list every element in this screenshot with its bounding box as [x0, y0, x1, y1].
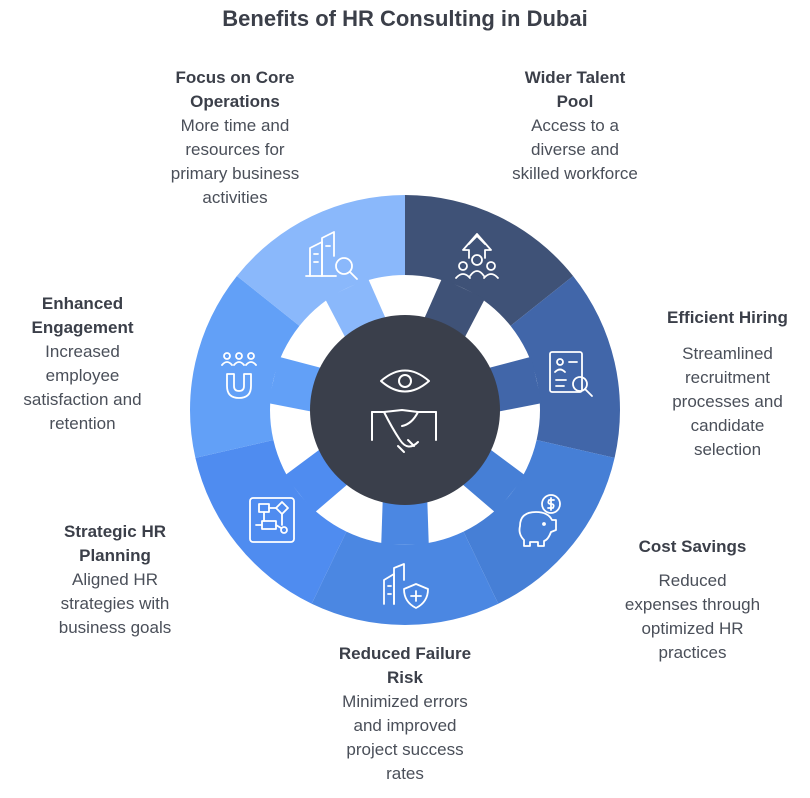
candidate-search-icon: [549, 351, 593, 397]
segment-description: Streamlined recruitment processes and ca…: [672, 344, 783, 459]
handshake-eye-icon: [371, 369, 437, 453]
shield-building-icon: [383, 563, 429, 609]
talent-pool-icon: [455, 233, 499, 279]
label-enhanced-engagement: Enhanced Engagement Increased employee s…: [0, 292, 165, 436]
building-search-icon: [305, 231, 358, 280]
flowchart-icon: [249, 497, 295, 543]
segment-description: More time and resources for primary busi…: [170, 116, 300, 207]
label-wider-talent-pool: Wider Talent Pool Access to a diverse an…: [480, 66, 670, 186]
segment-connector: [381, 499, 429, 545]
segment-connector: [268, 356, 323, 412]
segment-heading: Enhanced Engagement: [31, 294, 134, 337]
segment-description: Increased employee satisfaction and rete…: [23, 342, 142, 433]
segment-heading: Efficient Hiring: [667, 308, 788, 327]
wheel-segment: [236, 195, 405, 326]
segment-description: Aligned HR strategies with business goal…: [58, 570, 172, 637]
wheel-segment: [510, 275, 621, 458]
wheel-segment: [463, 440, 615, 604]
segment-description: Minimized errors and improved project su…: [342, 692, 468, 783]
segment-description: Reduced expenses through optimized HR pr…: [624, 571, 761, 662]
segment-connector: [487, 356, 542, 412]
segment-heading: Wider Talent Pool: [524, 68, 626, 111]
label-focus-core-operations: Focus on Core Operations More time and r…: [140, 66, 330, 210]
segment-heading: Focus on Core Operations: [175, 68, 295, 111]
wheel-segment: [311, 531, 499, 625]
piggy-bank-icon: [518, 494, 561, 547]
wheel-segment: [190, 275, 300, 458]
segment-description: Access to a diverse and skilled workforc…: [512, 116, 638, 183]
label-reduced-failure-risk: Reduced Failure Risk Minimized errors an…: [310, 642, 500, 786]
segment-heading: Cost Savings: [638, 537, 747, 556]
label-strategic-hr-planning: Strategic HR Planning Aligned HR strateg…: [30, 520, 200, 640]
segment-heading: Strategic HR Planning: [63, 522, 167, 565]
segment-heading: Reduced Failure Risk: [338, 644, 472, 687]
page-title: Benefits of HR Consulting in Dubai: [222, 6, 588, 31]
magnet-people-icon: [221, 352, 257, 399]
label-cost-savings: Cost Savings Reduced expenses through op…: [600, 535, 785, 665]
wheel-segment: [405, 195, 574, 326]
label-efficient-hiring: Efficient Hiring Streamlined recruitment…: [650, 306, 805, 462]
